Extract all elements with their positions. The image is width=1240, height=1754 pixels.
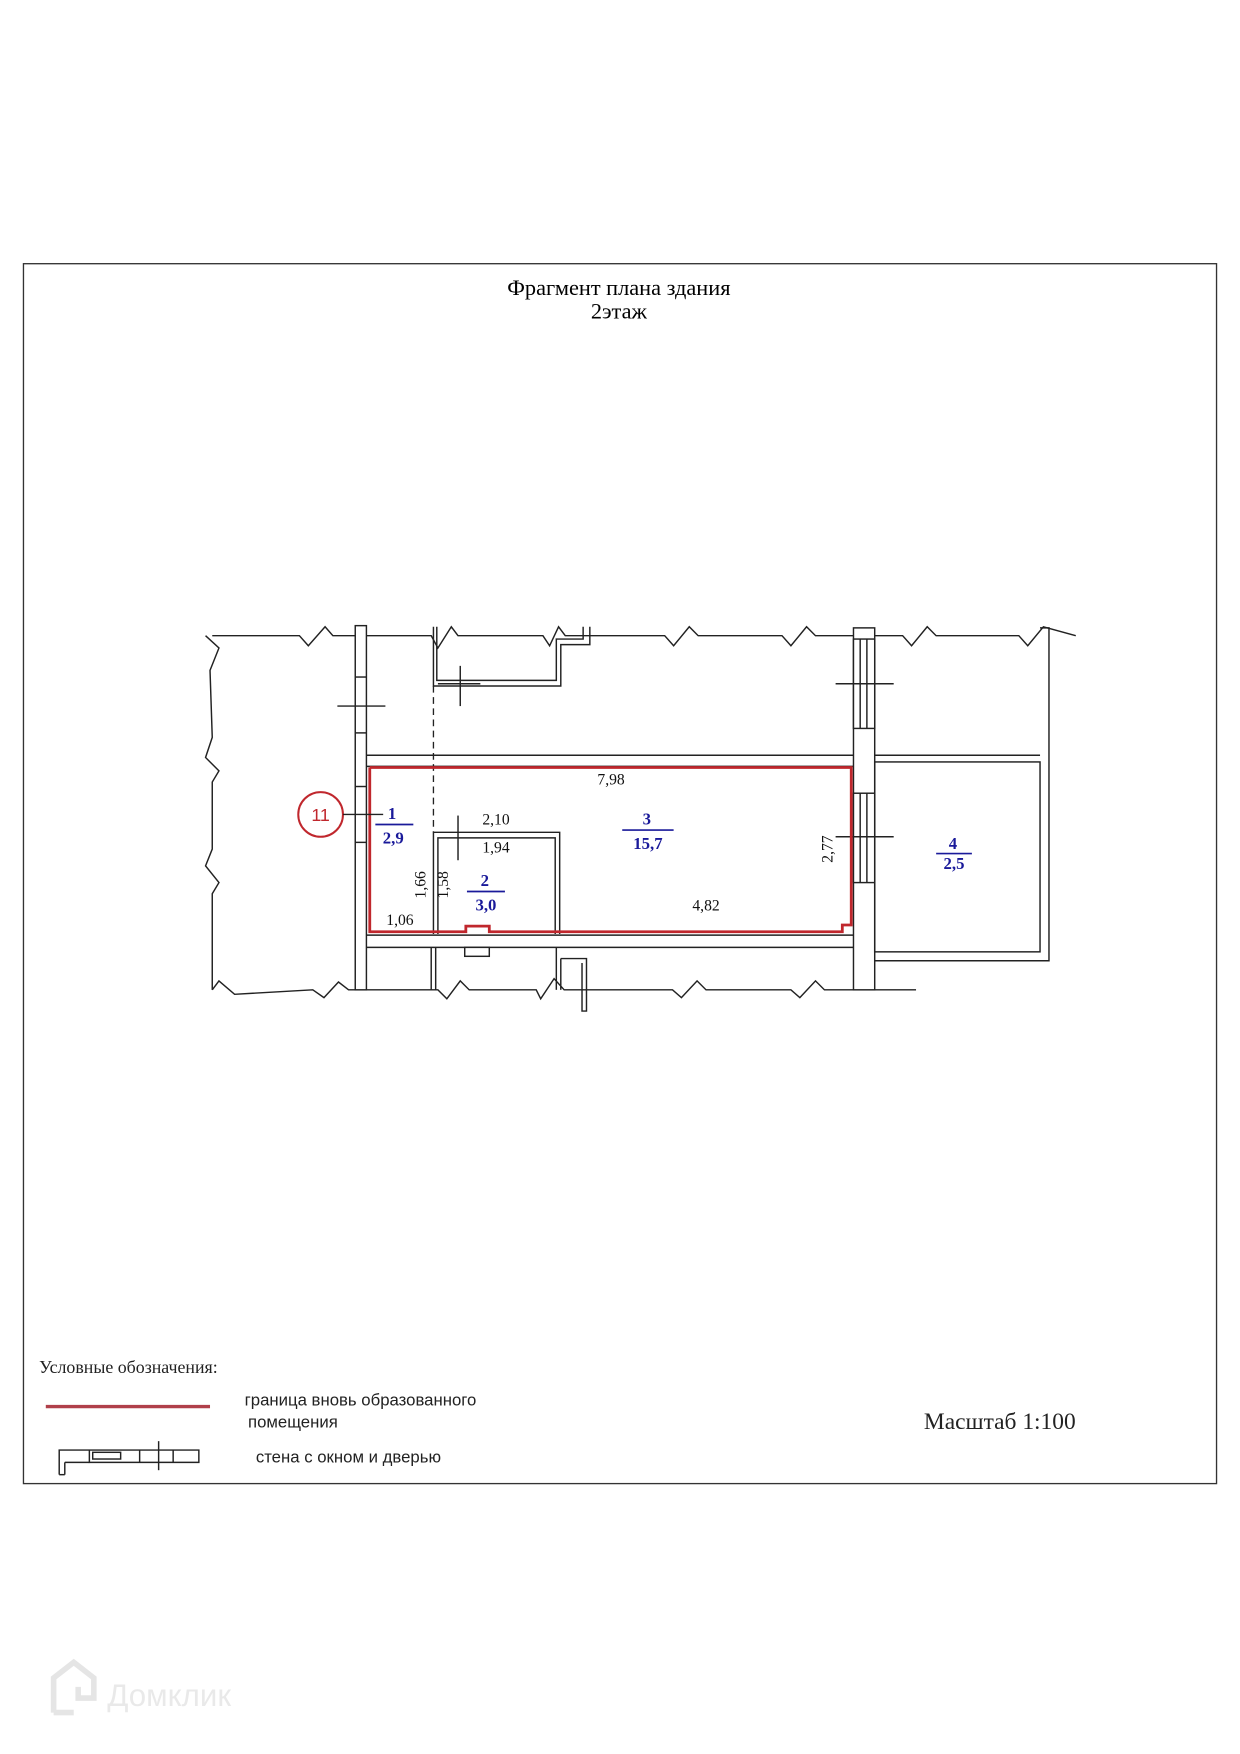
drawing-frame — [22, 263, 1218, 1485]
floor-label: 2этаж — [591, 298, 648, 323]
marker-label: 11 — [311, 805, 330, 825]
svg-text:2,5: 2,5 — [944, 854, 965, 873]
legend-item-wall: стена с окном и дверью — [256, 1447, 441, 1466]
legend-item-boundary-line2: помещения — [248, 1413, 338, 1432]
scale-label: Масштаб 1:100 — [924, 1409, 1076, 1435]
building-walls — [204, 624, 1076, 1012]
svg-text:3,0: 3,0 — [475, 896, 496, 915]
svg-text:15,7: 15,7 — [633, 834, 662, 853]
dim-bottom-left: 1,06 — [386, 912, 414, 929]
wall-window-door-icon — [58, 1441, 200, 1476]
room-3-label: 3 15,7 — [622, 809, 674, 853]
svg-text:Домклик: Домклик — [107, 1678, 231, 1713]
domclick-watermark-logo: Домклик — [50, 1658, 231, 1716]
room-2-label: 2 3,0 — [466, 871, 505, 915]
legend-item-boundary: граница вновь образованного — [245, 1390, 477, 1409]
svg-text:1: 1 — [388, 804, 396, 823]
dim-room2-inner: 1,94 — [482, 839, 510, 856]
dim-top-length: 7,98 — [597, 771, 625, 788]
dim-left-height: 1,66 — [413, 871, 430, 899]
svg-text:2: 2 — [481, 871, 489, 890]
new-premises-boundary — [368, 766, 853, 934]
legend-heading: Условные обозначения: — [39, 1357, 218, 1377]
dim-right-height: 2,77 — [819, 835, 836, 863]
svg-text:3: 3 — [643, 809, 651, 828]
plan-title: Фрагмент плана здания — [507, 275, 730, 300]
dim-room2-height: 1,58 — [435, 871, 452, 899]
dim-room2-outer: 2,10 — [482, 811, 510, 828]
svg-text:2,9: 2,9 — [383, 828, 404, 847]
room-1-label: 1 2,9 — [375, 804, 414, 847]
svg-text:4: 4 — [949, 834, 958, 853]
room-4-label: 4 2,5 — [936, 834, 972, 873]
dim-bottom-length: 4,82 — [692, 898, 719, 915]
